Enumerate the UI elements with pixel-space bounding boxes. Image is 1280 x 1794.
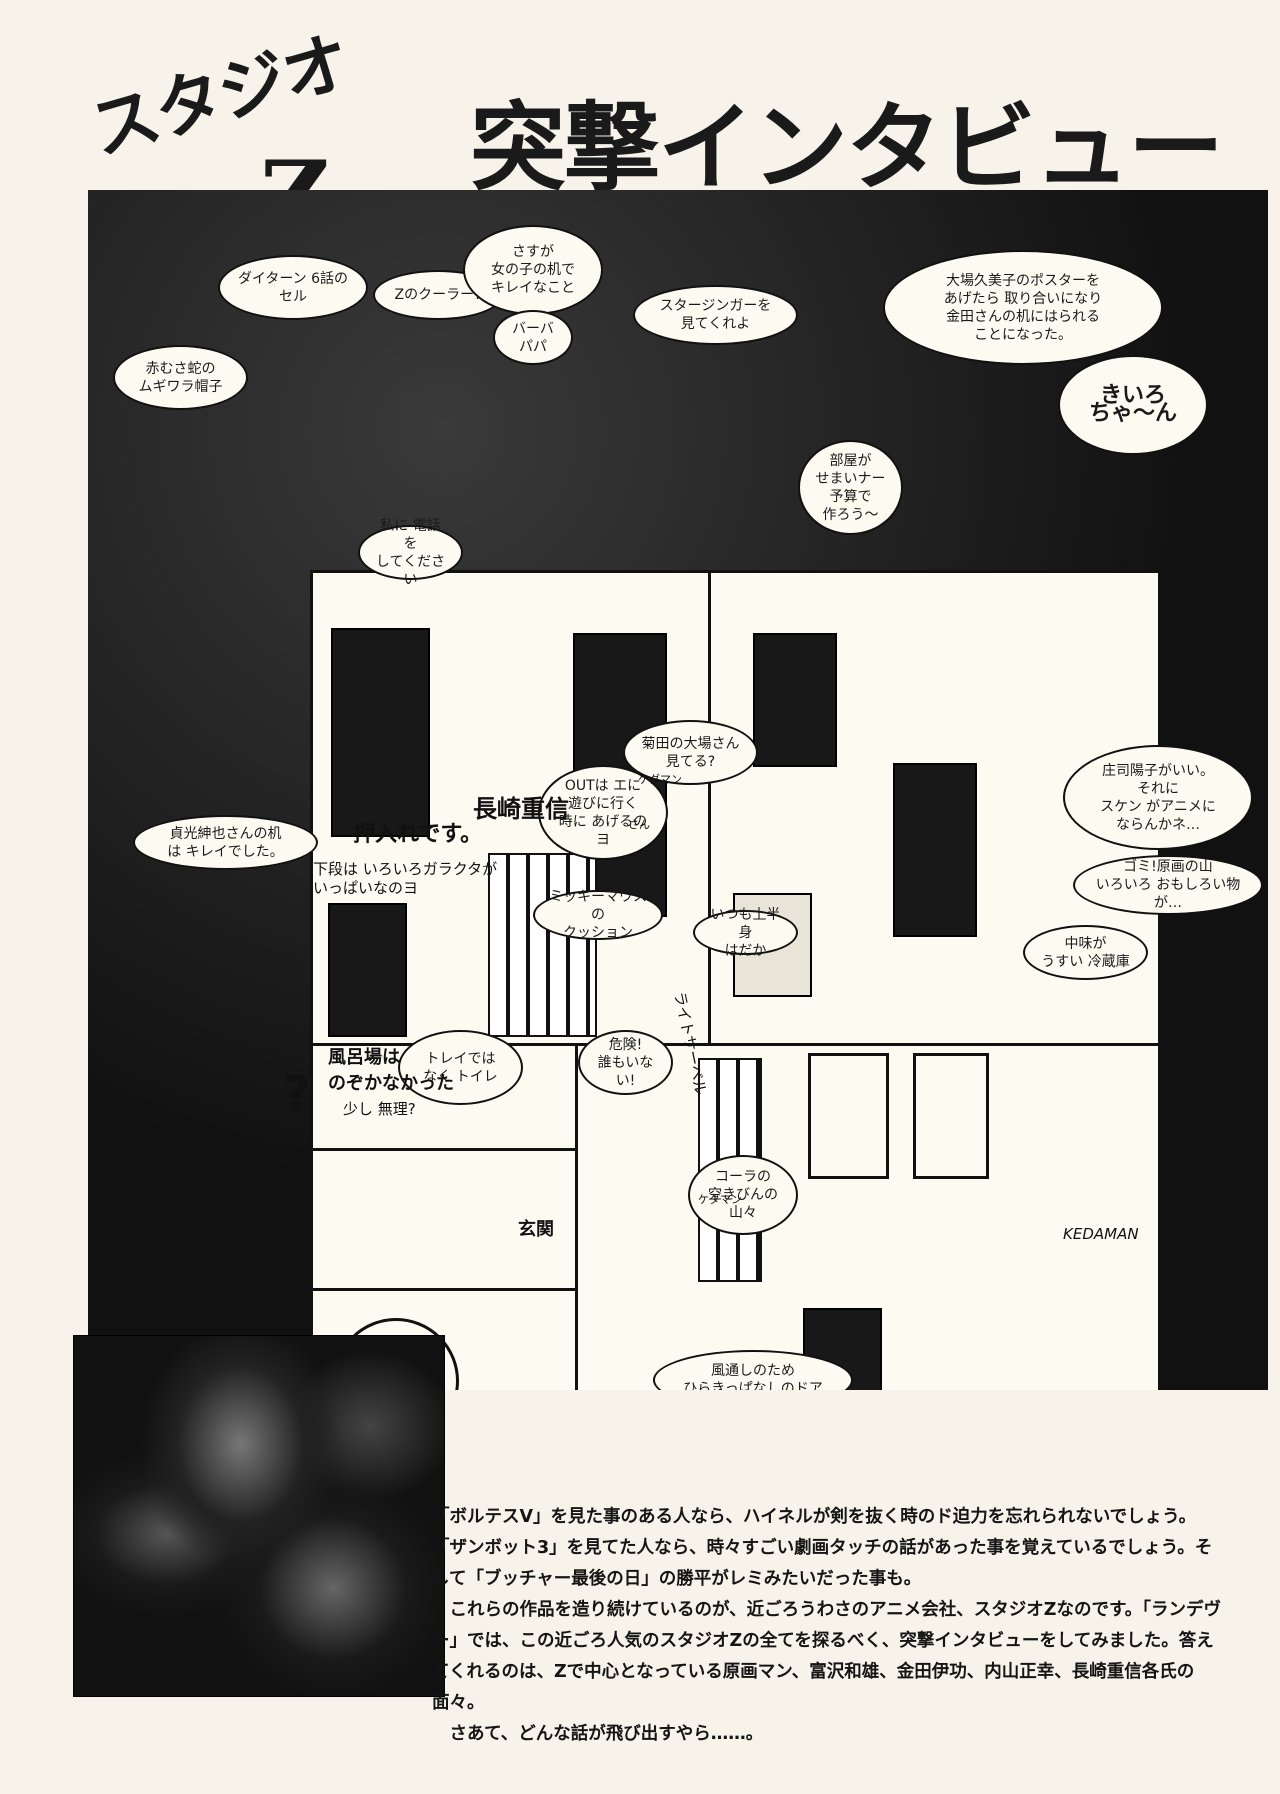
wall-divider xyxy=(575,1043,578,1390)
fridge xyxy=(913,1053,989,1179)
bubble-hat: 赤むさ蛇の ムギワラ帽子 xyxy=(113,345,248,410)
page-title: 突撃インタビュー xyxy=(470,92,1224,204)
bubble-poster: 大場久美子のポスターを あげたら 取り合いになり 金田さんの机にはられる ことに… xyxy=(883,250,1163,365)
bath-label: 風呂場は のぞかなかった xyxy=(328,1047,454,1094)
oshiire-title: 押入れです。 xyxy=(353,822,483,847)
desk xyxy=(893,763,977,937)
bubble-danger: 危険! 誰もいない! xyxy=(578,1030,673,1095)
bubble-mickey: ミッキーマウスの クッション xyxy=(533,889,663,941)
kedaman2-label: ケダマン xyxy=(698,1193,742,1206)
artist-signature: KEDAMAN xyxy=(1063,1225,1139,1243)
desk xyxy=(331,628,430,837)
wall-divider xyxy=(708,573,711,1043)
floor-plan xyxy=(310,570,1161,1390)
article-paragraph: さあて、どんな話が飛び出すやら……。 xyxy=(449,1724,764,1744)
article-body: 「ボルテスV」を見た事のある人なら、ハイネルが剣を抜く時のド迫力を忘れられないで… xyxy=(432,1502,1222,1750)
desk xyxy=(753,633,837,767)
wall-divider xyxy=(313,1148,575,1151)
bubble-toilet: トレイでは なく トイレ xyxy=(398,1030,523,1105)
article-paragraph: これらの作品を造り続けているのが、近ごろうわさのアニメ会社、スタジオZなのです。… xyxy=(432,1600,1221,1713)
bath-sub: 少し 無理? xyxy=(343,1100,416,1118)
bubble-sadamitsu: 貞光紳也さんの机 は キレイでした。 xyxy=(133,815,318,870)
bubble-room: 部屋が せまいナー 予算で 作ろう〜 xyxy=(798,440,903,535)
wall-divider xyxy=(313,1288,575,1291)
studio-floorplan-illustration: 赤むさ蛇の ムギワラ帽子 ダイターン 6話の セル Zのクーラー? さすが 女の… xyxy=(88,190,1268,1390)
staff-photo xyxy=(73,1335,445,1697)
kedaman-label: ケダマン xyxy=(638,773,682,786)
question-mark: ? xyxy=(283,1066,311,1122)
bubble-out: OUTは エに 遊びに行く 時に あげるのヨ xyxy=(538,765,668,860)
nagasaki-label: 長崎重信 xyxy=(473,795,569,823)
desk xyxy=(328,903,407,1037)
oshiire-sub: 下段は いろいろガラクタが いっぱいなのヨ xyxy=(313,860,498,897)
genkan-label: 玄関 xyxy=(518,1219,554,1240)
bubble-kikuta: 菊田の大場さん 見てる? xyxy=(623,720,758,785)
article-paragraph: 「ボルテスV」を見た事のある人なら、ハイネルが剣を抜く時のド迫力を忘れられないで… xyxy=(432,1507,1213,1589)
bubble-barbapapa: バーバ パパ xyxy=(493,310,573,365)
bubble-kiiro: きいろ ちゃ〜ん xyxy=(1058,355,1208,455)
bubble-girl: さすが 女の子の机で キレイなこと xyxy=(463,225,603,315)
bubble-gomi: ゴミ!原画の山 いろいろ おもしろい物が… xyxy=(1073,855,1263,915)
cabinet xyxy=(808,1053,889,1179)
studio-logo: スタジオ Z xyxy=(82,22,395,253)
bookshelf xyxy=(488,853,597,1037)
bubble-shoji: 庄司陽子がいい。 それに スケン がアニメに ならんかネ… xyxy=(1063,745,1253,850)
bubble-cola: コーラの 空きびんの 山々 xyxy=(688,1155,798,1235)
bubble-itsumo: いつも上半身 はだか xyxy=(693,907,798,959)
nagasaki-san-label: さん xyxy=(628,818,650,831)
bubble-stageranger: スタージンガーを 見てくれよ xyxy=(633,285,798,345)
wall-divider xyxy=(313,1043,1158,1046)
bubble-nakami: 中味が うすい 冷蔵庫 xyxy=(1023,925,1148,980)
bubble-ask: 私に 電話を してください xyxy=(358,518,463,588)
bubble-daitarn: ダイターン 6話の セル xyxy=(218,255,368,320)
